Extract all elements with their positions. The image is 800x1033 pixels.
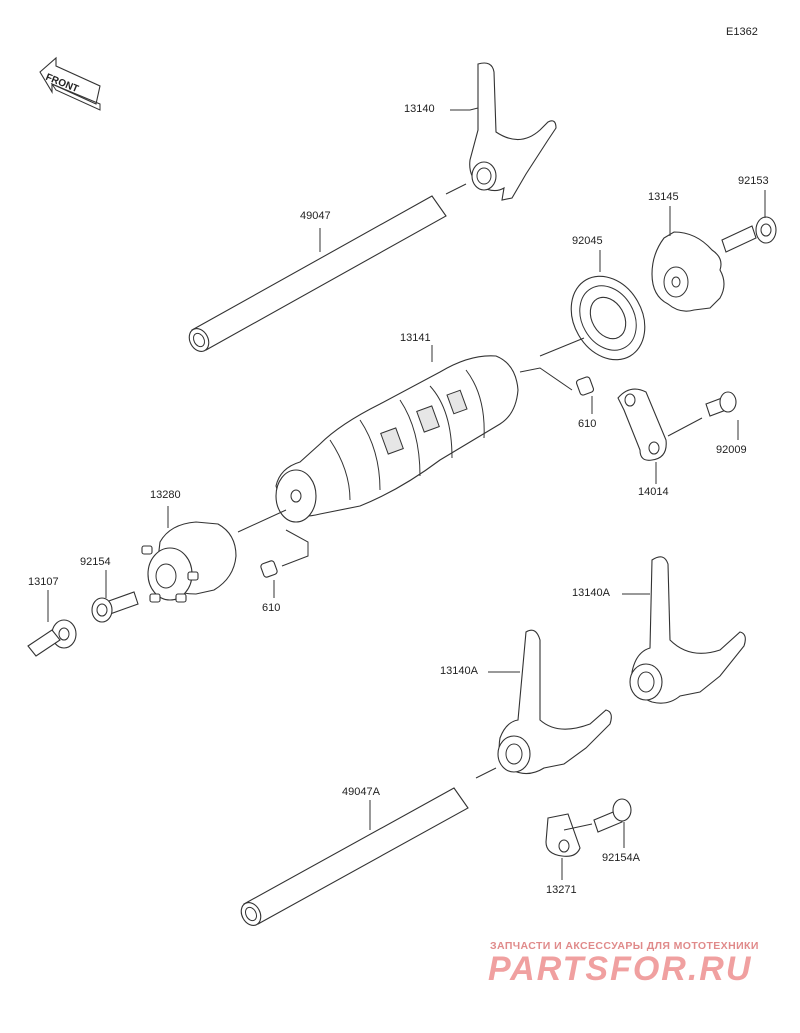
shift-fork-right bbox=[629, 556, 746, 704]
leader-lines bbox=[47, 107, 766, 880]
part-label-13140a-left: 13140A bbox=[440, 665, 478, 677]
part-label-49047a: 49047A bbox=[342, 786, 380, 798]
diagram-code: E1362 bbox=[726, 26, 758, 38]
part-label-49047: 49047 bbox=[300, 210, 331, 222]
part-label-92009: 92009 bbox=[716, 444, 747, 456]
bolt-cam bbox=[91, 591, 139, 623]
part-label-13145: 13145 bbox=[648, 191, 679, 203]
front-arrow-icon bbox=[39, 56, 101, 111]
bearing bbox=[570, 275, 646, 361]
shift-drum-holder bbox=[651, 231, 725, 312]
part-label-13280: 13280 bbox=[150, 489, 181, 501]
part-label-610-left: 610 bbox=[262, 602, 281, 614]
shift-rod-top bbox=[188, 195, 447, 352]
pin-left bbox=[260, 560, 278, 578]
part-label-92154: 92154 bbox=[80, 556, 111, 568]
bolt-bottom bbox=[593, 798, 632, 833]
part-label-92154a: 92154A bbox=[602, 852, 640, 864]
part-label-92045: 92045 bbox=[572, 235, 603, 247]
part-label-13107: 13107 bbox=[28, 576, 59, 588]
shift-fork-top bbox=[469, 62, 557, 201]
pin-right bbox=[575, 376, 595, 396]
shift-lever-part bbox=[27, 619, 77, 657]
plate bbox=[617, 388, 667, 461]
part-label-13140: 13140 bbox=[404, 103, 435, 115]
shift-fork-left bbox=[497, 629, 612, 775]
screw-plate bbox=[705, 391, 737, 417]
part-label-13140a-right: 13140A bbox=[572, 587, 610, 599]
stopper bbox=[545, 813, 581, 857]
shift-rod-bottom bbox=[240, 787, 469, 926]
part-label-14014: 14014 bbox=[638, 486, 669, 498]
watermark-tagline: ЗАПЧАСТИ И АКСЕССУАРЫ ДЛЯ МОТОТЕХНИКИ bbox=[490, 940, 759, 952]
watermark-logo: PARTSFOR.RU bbox=[488, 950, 753, 988]
bolt-holder bbox=[721, 216, 777, 253]
part-label-610-right: 610 bbox=[578, 418, 597, 430]
shift-drum bbox=[275, 355, 519, 523]
part-label-13271: 13271 bbox=[546, 884, 577, 896]
part-label-13141: 13141 bbox=[400, 332, 431, 344]
part-label-92153: 92153 bbox=[738, 175, 769, 187]
shift-drum-cam bbox=[141, 521, 237, 603]
